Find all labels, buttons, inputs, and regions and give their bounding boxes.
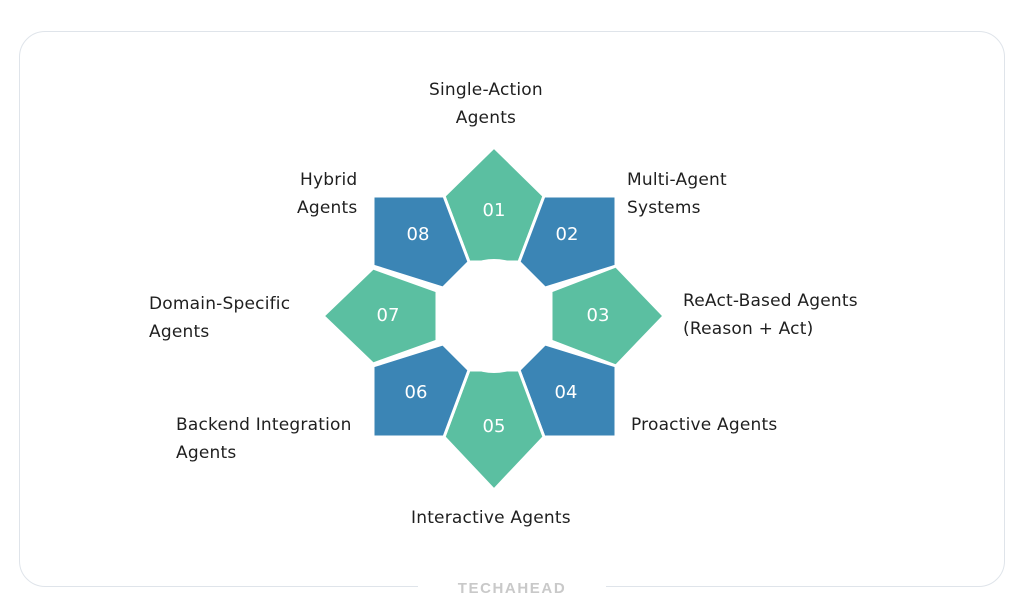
segment-number-03: 03	[587, 305, 610, 326]
label-multi-agent-systems: Multi-Agent Systems	[627, 170, 727, 218]
brand-logo-text: TECHAHEAD	[457, 580, 567, 597]
label-hybrid-agents: Hybrid Agents	[297, 170, 358, 218]
segment-number-04: 04	[555, 382, 578, 403]
label-domain-specific-agents: Domain-Specific Agents	[149, 294, 291, 342]
label-proactive-agents: Proactive Agents	[631, 415, 778, 435]
segment-04	[517, 342, 618, 439]
segment-03	[549, 264, 666, 368]
segment-number-06: 06	[405, 382, 428, 403]
center-circle	[437, 259, 551, 373]
segment-06	[371, 342, 471, 439]
label-interactive-agents: Interactive Agents	[411, 508, 571, 528]
segment-02	[517, 194, 618, 290]
label-single-action-agents: Single-Action Agents	[429, 80, 543, 128]
segment-number-07: 07	[377, 305, 400, 326]
segment-number-01: 01	[483, 200, 506, 221]
segment-07	[321, 266, 439, 366]
label-backend-integration-agents: Backend Integration Agents	[176, 415, 352, 463]
label-react-based-agents: ReAct-Based Agents (Reason + Act)	[683, 291, 858, 339]
segment-number-02: 02	[556, 224, 579, 245]
segment-number-05: 05	[483, 416, 506, 437]
segment-number-08: 08	[407, 224, 430, 245]
brand-footer: TECHAHEAD	[418, 578, 606, 600]
